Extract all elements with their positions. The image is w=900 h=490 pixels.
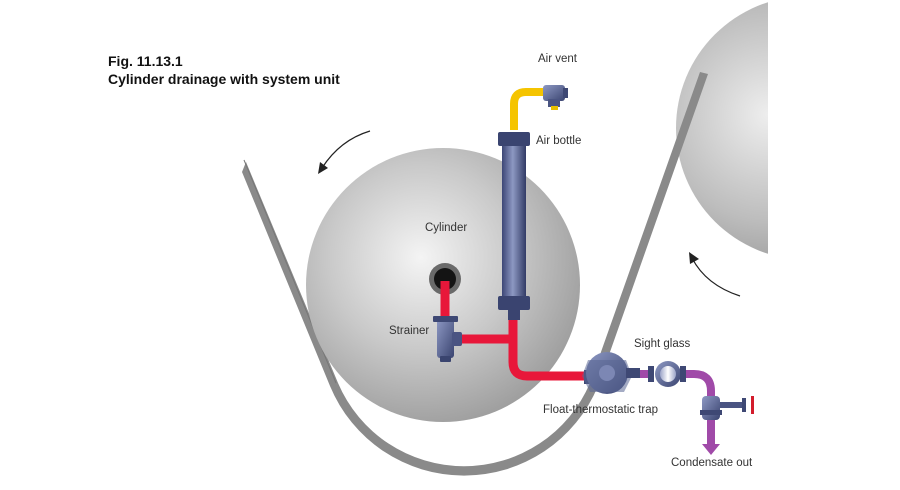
figure-caption: Cylinder drainage with system unit <box>108 71 340 87</box>
strainer <box>433 316 462 362</box>
label-condensate-out: Condensate out <box>671 457 753 469</box>
condensate-out-arrow-icon <box>702 436 720 455</box>
float-thermostatic-trap <box>582 352 640 394</box>
figure-number: Fig. 11.13.1 <box>108 53 183 69</box>
air-vent <box>543 85 568 110</box>
steam-pipe <box>440 281 588 381</box>
label-cylinder: Cylinder <box>425 222 468 234</box>
air-pipe <box>510 88 546 130</box>
isolating-valve <box>700 396 754 420</box>
label-sight-glass: Sight glass <box>634 338 691 350</box>
label-air-bottle: Air bottle <box>536 135 582 147</box>
rotation-arrow-icon <box>689 252 741 297</box>
rotation-arrow-icon <box>318 130 371 174</box>
label-strainer: Strainer <box>389 325 430 337</box>
label-float-thermostatic-trap: Float-thermostatic trap <box>543 404 659 416</box>
sight-glass <box>648 361 686 387</box>
second-cylinder <box>676 2 768 254</box>
air-bottle <box>498 132 530 320</box>
valve-handle <box>751 396 754 414</box>
label-air-vent: Air vent <box>538 53 577 65</box>
